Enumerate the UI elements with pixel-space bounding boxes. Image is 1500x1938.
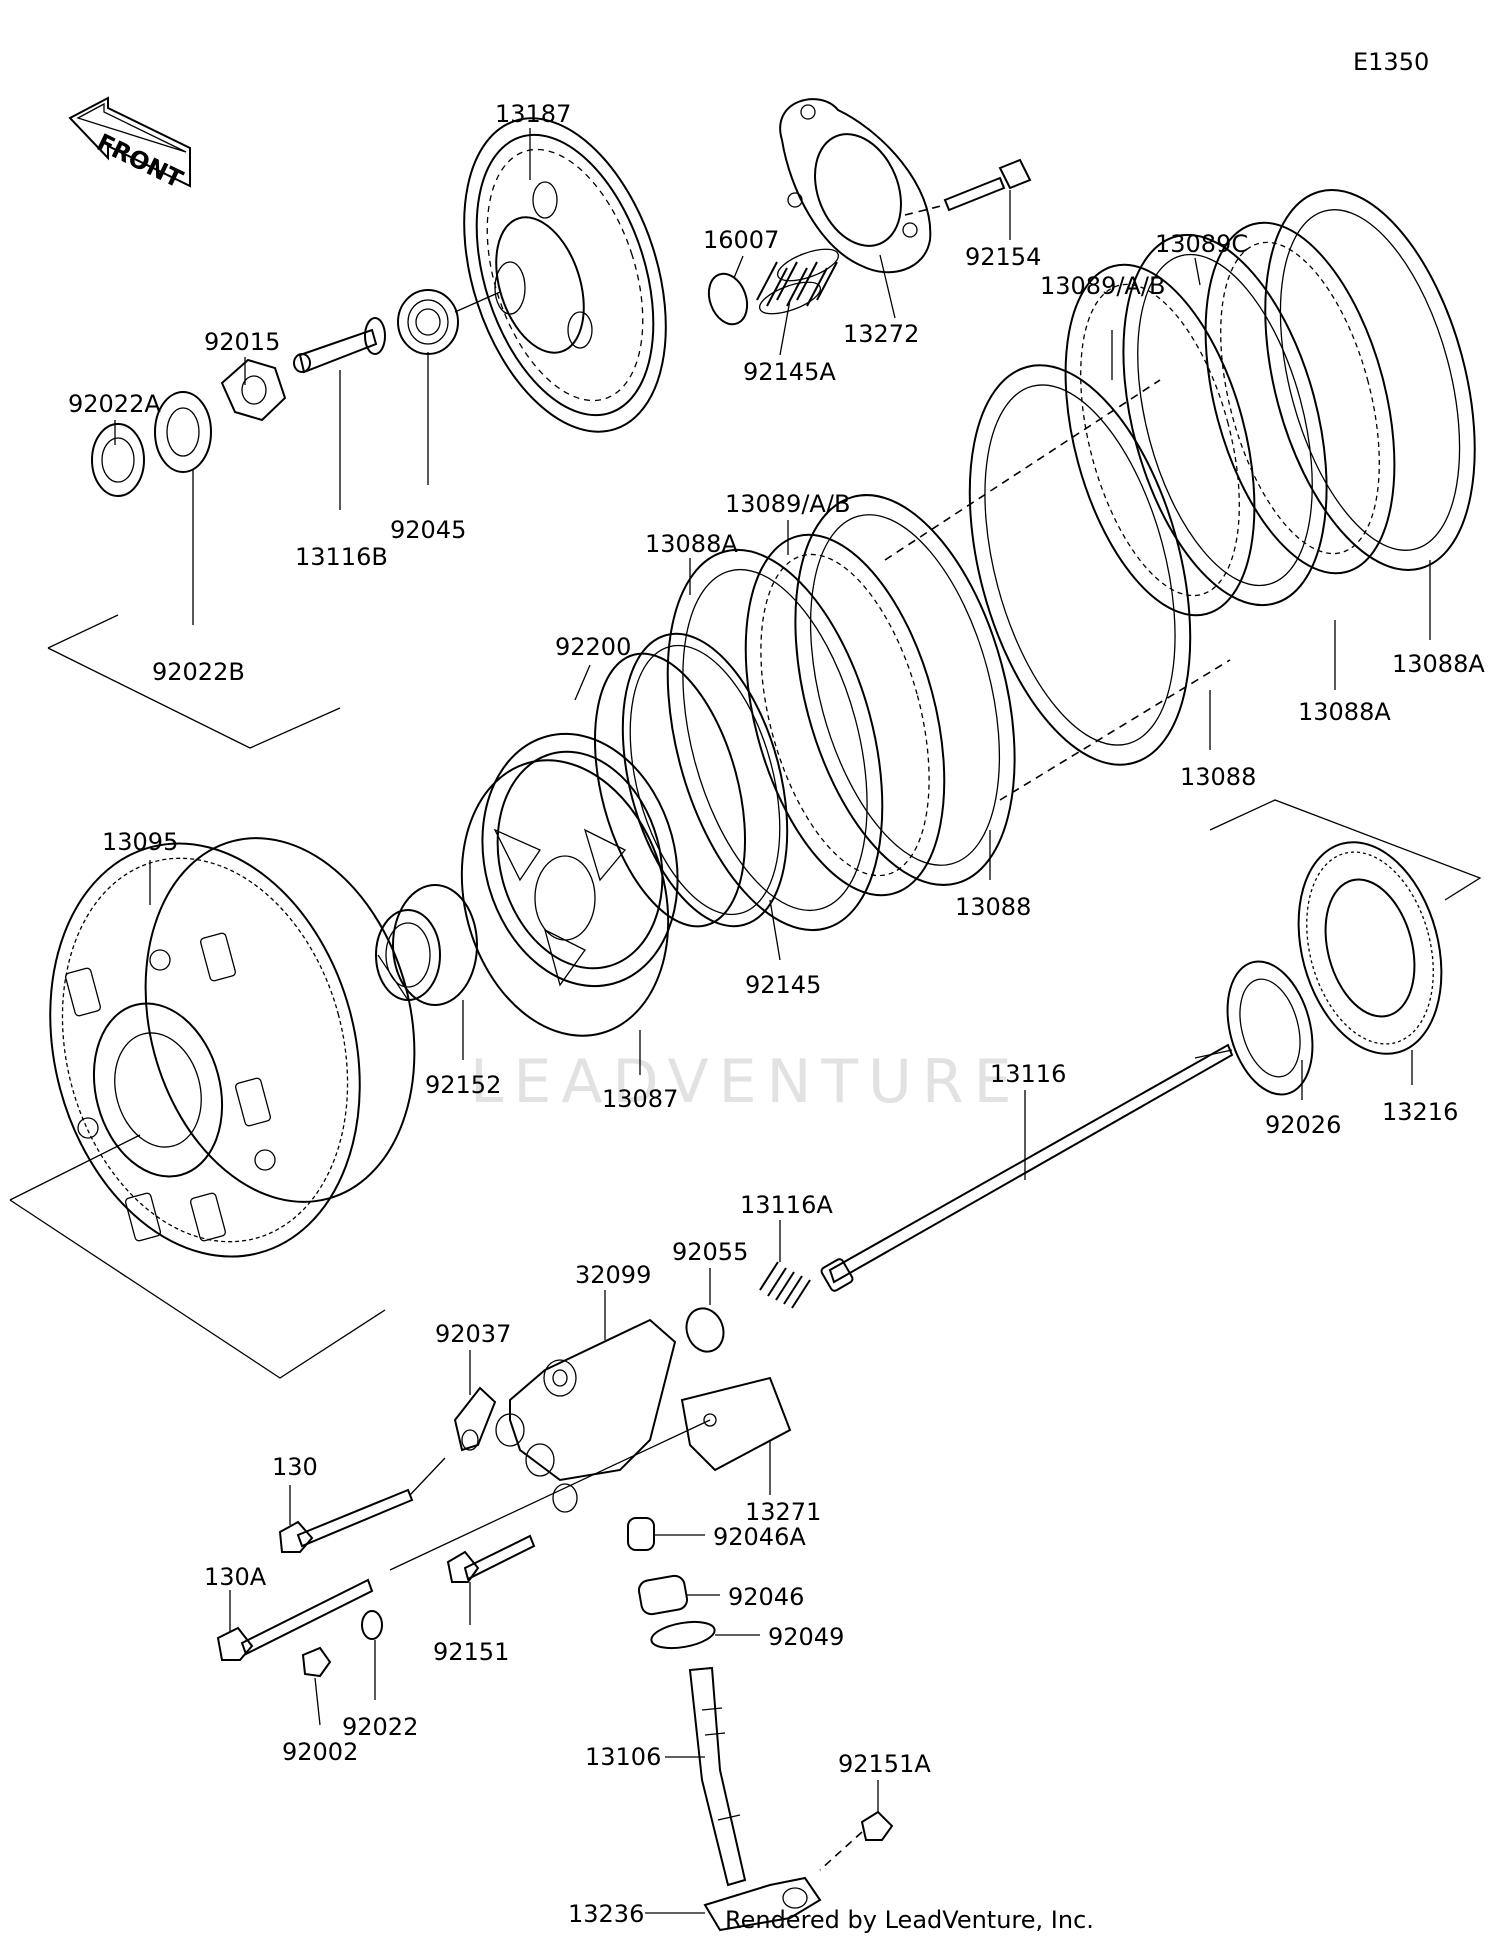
part-label-13089AB-mid: 13089/A/B: [725, 490, 850, 518]
part-label-13272: 13272: [843, 320, 919, 348]
friction-plate-13088-mid: [794, 494, 1016, 886]
washer-92026: [1226, 960, 1314, 1096]
part-label-92151: 92151: [433, 1638, 509, 1666]
nut-92015: [220, 358, 287, 422]
credit-text: Rendered by LeadVenture, Inc.: [725, 1906, 1094, 1934]
friction-plate-13088A-left: [666, 548, 884, 932]
part-label-13088A-right: 13088A: [1392, 650, 1485, 678]
pin-13116B: [293, 317, 386, 374]
part-label-92145: 92145: [745, 971, 821, 999]
spring-13116A: [759, 1261, 811, 1309]
part-label-92037: 92037: [435, 1320, 511, 1348]
leader-lines: [114, 128, 1431, 1914]
bolt-130: [278, 1457, 446, 1553]
part-label-92151A: 92151A: [838, 1750, 931, 1778]
part-label-92022: 92022: [342, 1713, 418, 1741]
lever-13236: [703, 1876, 822, 1932]
bolt-130A: [216, 1578, 374, 1661]
part-label-92022A: 92022A: [68, 390, 161, 418]
cap-92037: [453, 1386, 497, 1452]
circlip-16007: [707, 272, 749, 326]
spring-ring-92200: [621, 632, 789, 928]
washer-92022B: [154, 391, 212, 473]
oil-seal-92049: [650, 1620, 716, 1650]
seat-92145: [593, 652, 747, 928]
bolt-92151A: [819, 1810, 894, 1871]
diagram-code: E1350: [1353, 48, 1429, 76]
bushing-92046: [637, 1574, 689, 1616]
part-label-92200: 92200: [555, 633, 631, 661]
part-label-92022B: 92022B: [152, 658, 245, 686]
part-label-13116B: 13116B: [295, 543, 388, 571]
part-label-92045: 92045: [390, 516, 466, 544]
part-label-92046A: 92046A: [713, 1523, 806, 1551]
part-label-92015: 92015: [204, 328, 280, 356]
o-ring-92055: [685, 1307, 725, 1353]
front-arrow-icon: FRONT: [68, 96, 191, 194]
bolt-92154: [904, 158, 1032, 216]
release-shaft-13106: [688, 1666, 747, 1887]
part-label-13089AB-top: 13089/A/B: [1040, 272, 1165, 300]
bushing-92046A: [627, 1517, 655, 1551]
steel-plate-13089AB-mid: [744, 533, 946, 897]
friction-plate-13088A-right: [1264, 189, 1476, 571]
part-label-13088A-mid: 13088A: [1298, 698, 1391, 726]
push-rod-13116: [820, 1043, 1234, 1292]
part-label-13088A-left: 13088A: [645, 530, 738, 558]
friction-plate-13088-right: [968, 364, 1192, 766]
part-label-13087: 13087: [602, 1085, 678, 1113]
steel-plate-13089AB-top: [1064, 263, 1256, 617]
part-label-13088-right: 13088: [1180, 763, 1256, 791]
plate-13272: [779, 98, 932, 274]
bracket-13271: [680, 1376, 792, 1472]
part-label-92152: 92152: [425, 1071, 501, 1099]
gear-13216: [1297, 841, 1443, 1055]
part-label-13116: 13116: [990, 1060, 1066, 1088]
bearing-92045: [397, 289, 459, 355]
part-label-13095: 13095: [102, 828, 178, 856]
washer-92022A: [91, 423, 145, 497]
part-label-92154: 92154: [965, 243, 1041, 271]
pressure-plate-13187: [463, 117, 667, 433]
part-label-13216: 13216: [1382, 1098, 1458, 1126]
part-label-13271: 13271: [745, 1498, 821, 1526]
part-label-92002: 92002: [282, 1738, 358, 1766]
part-label-130A: 130A: [204, 1563, 267, 1591]
part-label-13089C: 13089C: [1155, 230, 1248, 258]
spring-92145A: [756, 248, 839, 315]
part-label-92055: 92055: [672, 1238, 748, 1266]
part-label-32099: 32099: [575, 1261, 651, 1289]
part-label-130: 130: [272, 1453, 318, 1481]
part-label-92026: 92026: [1265, 1111, 1341, 1139]
part-label-92145A: 92145A: [743, 358, 836, 386]
washer-92022: [361, 1610, 383, 1640]
part-label-13106: 13106: [585, 1743, 661, 1771]
reference-frame-washers: [47, 647, 341, 749]
part-label-13088-mid: 13088: [955, 893, 1031, 921]
lifter-housing-32099: [495, 1318, 677, 1513]
clutch-housing-13095: [49, 837, 416, 1258]
clutch-hub-13087: [460, 732, 679, 1037]
watermark: LEADVENTURE: [470, 1047, 1022, 1117]
part-label-13187: 13187: [495, 100, 571, 128]
part-label-13236: 13236: [568, 1900, 644, 1928]
bolt-92151: [446, 1534, 536, 1583]
screw-92002: [301, 1646, 332, 1678]
part-label-16007: 16007: [703, 226, 779, 254]
part-label-92049: 92049: [768, 1623, 844, 1651]
reference-frame-gear: [1209, 799, 1482, 901]
steel-plate-13089C: [1204, 221, 1396, 575]
reference-frame-housing: [9, 1199, 386, 1379]
part-labels: 13187 16007 13272 92154 92145A 13089C 13…: [68, 100, 1485, 1928]
part-label-92046: 92046: [728, 1583, 804, 1611]
part-label-13116A: 13116A: [740, 1191, 833, 1219]
